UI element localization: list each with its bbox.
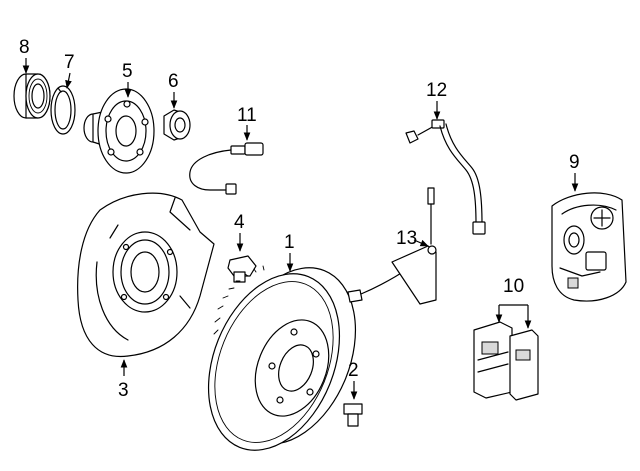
callout-label-1: 1	[284, 232, 295, 253]
brake-rotor-part	[207, 265, 357, 451]
backing-plate-part	[77, 192, 215, 358]
callout-label-12: 12	[426, 80, 447, 101]
brake-caliper-part	[551, 192, 627, 302]
brake-line-part	[347, 187, 437, 305]
callout-label-3: 3	[118, 380, 129, 401]
callout-label-9: 9	[569, 152, 580, 173]
wheel-bearing-part	[13, 73, 51, 119]
leader-arrow-13	[413, 239, 429, 247]
snap-ring-part	[50, 85, 76, 135]
callout-label-11: 11	[237, 105, 257, 126]
callout-label-2: 2	[348, 360, 359, 381]
callout-label-13: 13	[396, 228, 417, 249]
brake-hose-part	[405, 119, 486, 235]
bolt-part	[227, 255, 257, 283]
screw-part	[343, 403, 363, 427]
leader-arrow-7	[65, 72, 72, 89]
wear-sensor-part	[189, 142, 264, 195]
callout-label-7: 7	[64, 52, 75, 73]
brake-pads-part	[473, 321, 539, 401]
callout-label-6: 6	[168, 71, 179, 92]
callout-label-10: 10	[503, 276, 524, 297]
callout-label-5: 5	[122, 61, 133, 82]
axle-nut-part	[163, 109, 191, 141]
callout-label-8: 8	[19, 37, 30, 58]
wheel-hub-part	[83, 88, 155, 174]
callout-label-4: 4	[234, 212, 245, 233]
